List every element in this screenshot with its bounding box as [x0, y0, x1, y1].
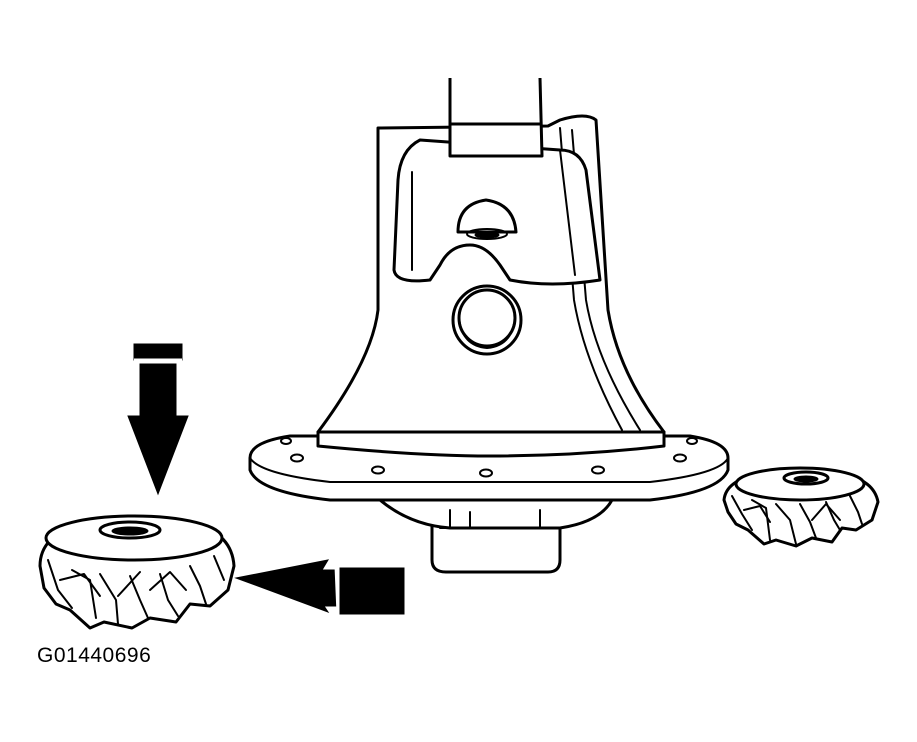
- right-side-gear: [722, 466, 880, 548]
- differential-case: [248, 77, 730, 574]
- left-side-gear: [38, 514, 236, 630]
- figure-id-label: G01440696: [37, 644, 152, 667]
- left-arrow-icon: [234, 559, 405, 615]
- down-arrow-icon: [127, 343, 189, 496]
- flange-bolt-holes: [280, 437, 698, 478]
